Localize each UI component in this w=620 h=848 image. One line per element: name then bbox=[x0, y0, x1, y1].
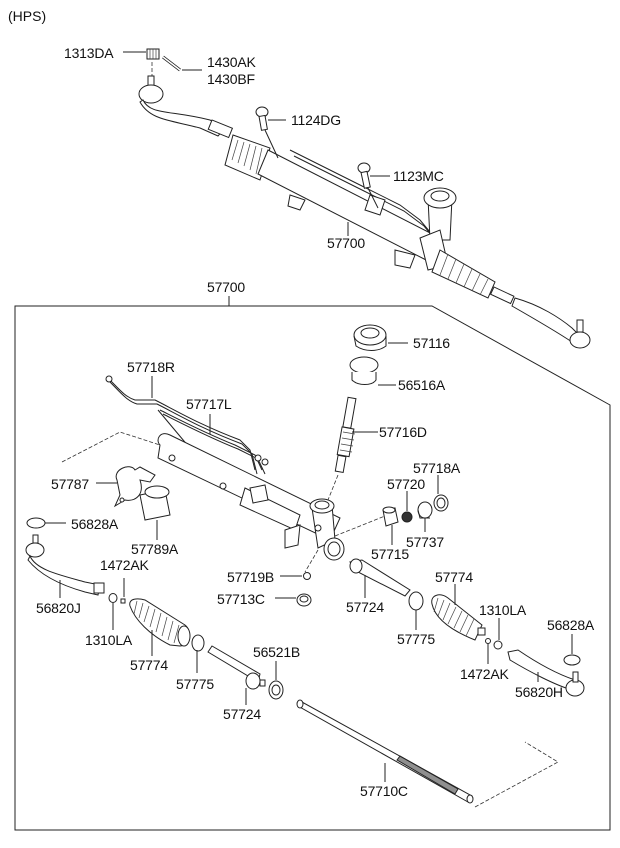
cover-56516A-part[interactable] bbox=[349, 356, 379, 385]
part-label-57700-box[interactable]: 57700 bbox=[207, 279, 245, 295]
rack-housing-part[interactable] bbox=[157, 433, 341, 549]
tie-rod-end-56820H-part[interactable] bbox=[507, 649, 585, 697]
bushing-57789A-part[interactable] bbox=[139, 485, 171, 521]
nut-1310LA-left-part[interactable] bbox=[108, 593, 118, 603]
part-label-56516A[interactable]: 56516A bbox=[398, 377, 446, 393]
rack-housing-top[interactable] bbox=[257, 149, 441, 269]
nut-1310LA-right-part[interactable] bbox=[493, 640, 503, 650]
part-label-57775-right[interactable]: 57775 bbox=[397, 631, 435, 647]
assembly-boundary-box bbox=[14, 305, 611, 831]
clamp-57775-left-part[interactable] bbox=[191, 634, 205, 652]
part-label-57789A[interactable]: 57789A bbox=[131, 541, 179, 557]
part-label-1430AK[interactable]: 1430AK bbox=[207, 54, 256, 70]
boot-56828A-right-part[interactable] bbox=[563, 654, 581, 666]
bushing-56521B-part[interactable] bbox=[268, 680, 284, 700]
boot-57774-left-part[interactable] bbox=[129, 598, 191, 647]
part-label-1472AK-right[interactable]: 1472AK bbox=[460, 666, 509, 682]
nut-1472AK-left-part[interactable] bbox=[120, 598, 126, 604]
ring-57718A-part[interactable] bbox=[433, 494, 449, 512]
tie-rod-end-56820J-part[interactable] bbox=[25, 534, 105, 596]
seal-57116-part[interactable] bbox=[353, 324, 387, 351]
part-label-57116[interactable]: 57116 bbox=[413, 335, 450, 351]
bolt-1123MC-part[interactable] bbox=[357, 162, 371, 189]
plug-57737-part[interactable] bbox=[417, 501, 433, 519]
boot-57774-right-part[interactable] bbox=[431, 594, 486, 641]
part-label-57716D[interactable]: 57716D bbox=[379, 424, 427, 440]
part-label-56828A-left[interactable]: 56828A bbox=[71, 516, 119, 532]
part-label-57737[interactable]: 57737 bbox=[406, 534, 444, 550]
part-label-57717L[interactable]: 57717L bbox=[186, 396, 232, 412]
pinion-housing-part[interactable] bbox=[309, 498, 345, 561]
pressure-lines-part[interactable] bbox=[105, 375, 269, 475]
clamp-57787-part[interactable] bbox=[113, 466, 156, 508]
nut-57719B-part[interactable] bbox=[303, 572, 311, 580]
part-label-57718R[interactable]: 57718R bbox=[127, 359, 175, 375]
nut-1472AK-right-part[interactable] bbox=[485, 638, 491, 644]
part-label-57720[interactable]: 57720 bbox=[387, 476, 425, 492]
variant-label: (HPS) bbox=[8, 8, 47, 24]
clamp-57775-right-part[interactable] bbox=[408, 591, 424, 611]
part-label-56820H[interactable]: 56820H bbox=[515, 684, 563, 700]
seal-57713C-part[interactable] bbox=[296, 593, 312, 607]
castle-nut-part[interactable] bbox=[146, 48, 160, 60]
pinion-57716D-part[interactable] bbox=[334, 396, 357, 474]
rack-bar-57710C-part[interactable] bbox=[296, 699, 474, 804]
part-label-56521B[interactable]: 56521B bbox=[253, 644, 301, 660]
part-label-1430BF[interactable]: 1430BF bbox=[207, 71, 255, 87]
part-label-57724-left[interactable]: 57724 bbox=[223, 706, 261, 722]
top-assembly-drawing bbox=[138, 48, 591, 349]
part-label-57700-top[interactable]: 57700 bbox=[327, 235, 365, 251]
part-label-1313DA[interactable]: 1313DA bbox=[64, 45, 114, 61]
nut-57720-part[interactable] bbox=[401, 511, 413, 523]
part-label-57715[interactable]: 57715 bbox=[371, 546, 409, 562]
inner-tie-rod-right-part[interactable] bbox=[349, 558, 411, 597]
part-label-57719B[interactable]: 57719B bbox=[227, 569, 275, 585]
yoke-57715-part[interactable] bbox=[382, 506, 399, 527]
left-boot-top[interactable] bbox=[224, 134, 271, 181]
part-label-1123MC[interactable]: 1123MC bbox=[393, 168, 444, 184]
left-tie-rod-end-top[interactable] bbox=[138, 75, 234, 139]
part-label-1310LA-left[interactable]: 1310LA bbox=[85, 632, 133, 648]
part-label-57710C[interactable]: 57710C bbox=[360, 783, 408, 799]
part-label-57774-left[interactable]: 57774 bbox=[130, 657, 168, 673]
right-boot-top[interactable] bbox=[431, 249, 496, 299]
part-label-57718A[interactable]: 57718A bbox=[413, 460, 461, 476]
part-label-56820J[interactable]: 56820J bbox=[36, 600, 81, 616]
part-label-57787[interactable]: 57787 bbox=[51, 476, 89, 492]
part-label-57713C[interactable]: 57713C bbox=[217, 591, 265, 607]
part-label-1310LA-right[interactable]: 1310LA bbox=[479, 602, 527, 618]
inner-tie-rod-left-part[interactable] bbox=[207, 645, 266, 690]
part-label-1124DG[interactable]: 1124DG bbox=[291, 112, 341, 128]
right-tie-rod-end-top[interactable] bbox=[489, 286, 591, 349]
boot-56828A-left-part[interactable] bbox=[26, 517, 46, 529]
cotter-pin-part[interactable] bbox=[162, 55, 181, 72]
part-label-57775-left[interactable]: 57775 bbox=[176, 676, 214, 692]
part-label-57774-right[interactable]: 57774 bbox=[435, 569, 473, 585]
bolt-1124DG-part[interactable] bbox=[255, 106, 269, 131]
part-label-56828A-right[interactable]: 56828A bbox=[547, 617, 595, 633]
part-label-57724-right[interactable]: 57724 bbox=[346, 599, 384, 615]
part-label-1472AK-left[interactable]: 1472AK bbox=[100, 557, 149, 573]
